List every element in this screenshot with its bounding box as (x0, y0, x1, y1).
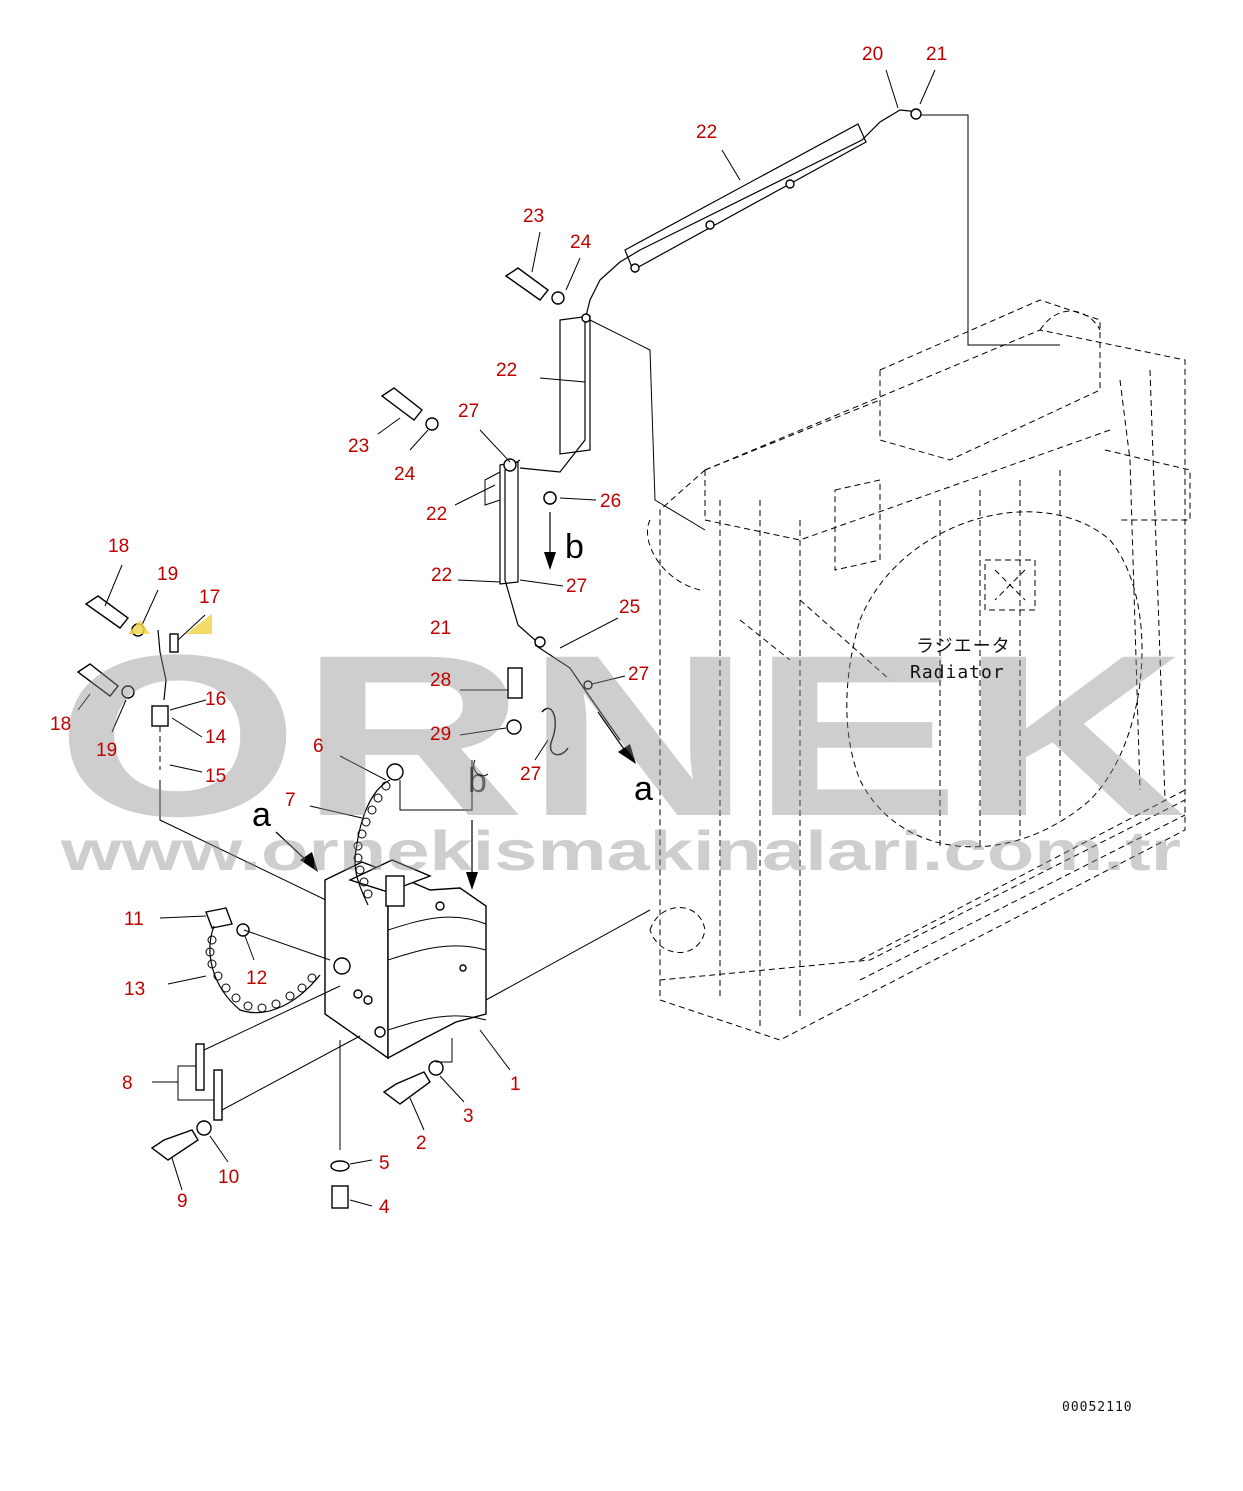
retainer-chains (205, 763, 404, 1014)
callout: 27 (458, 401, 479, 422)
callout: 12 (246, 968, 267, 989)
callout: 5 (379, 1153, 390, 1174)
callout: 15 (205, 766, 226, 787)
callout: 17 (199, 587, 220, 608)
watermark-url: www.ornekismakinalari.com.tr (60, 819, 1181, 882)
callout: 24 (394, 464, 416, 485)
callout: 20 (862, 44, 883, 65)
callout: 21 (926, 44, 947, 65)
callout: 3 (463, 1106, 474, 1127)
callout: 22 (431, 565, 452, 586)
callout: 27 (566, 576, 587, 597)
radiator-assembly (646, 299, 1191, 1041)
callout: 26 (600, 491, 621, 512)
callout: 2 (416, 1133, 427, 1154)
callout: 18 (50, 714, 71, 735)
leader-lines (77, 69, 936, 1207)
watermark-brand: ORNEK (56, 607, 1186, 864)
callout: 6 (313, 736, 324, 757)
callout: 7 (285, 790, 296, 811)
callout: 4 (379, 1197, 390, 1218)
diagram-code: 00052110 (1062, 1400, 1133, 1415)
level-sensor (151, 629, 331, 903)
fasteners (76, 267, 565, 1209)
radiator-label-en: Radiator (910, 662, 1005, 683)
callout: 19 (96, 740, 117, 761)
callout-labels: 20 21 22 23 24 22 23 24 27 22 26 22 27 2… (50, 44, 947, 1218)
view-arrows (275, 512, 636, 890)
view-letter: b (468, 762, 487, 800)
callout: 27 (628, 664, 649, 685)
callout: 25 (619, 597, 640, 618)
hose-hook (399, 707, 569, 811)
callout: 10 (218, 1167, 239, 1188)
highlight-mark (128, 614, 212, 634)
callout: 21 (430, 618, 451, 639)
radiator-label-jp: ラジエータ (916, 636, 1011, 657)
callout: 27 (520, 764, 541, 785)
bracket-8 (195, 985, 361, 1121)
callout: 9 (177, 1191, 188, 1212)
callout: 16 (205, 689, 226, 710)
callout: 28 (430, 670, 451, 691)
callout: 22 (426, 504, 447, 525)
callout: 1 (510, 1074, 521, 1095)
callout: 23 (523, 206, 544, 227)
callout: 8 (122, 1073, 133, 1094)
hose-clamps (503, 108, 922, 690)
callout: 23 (348, 436, 369, 457)
callout: 19 (157, 564, 178, 585)
callout: 22 (696, 122, 717, 143)
callout: 29 (430, 724, 451, 745)
callout: 24 (570, 232, 592, 253)
hose-22 (484, 109, 1060, 741)
callout: 13 (124, 979, 145, 1000)
view-letter: b (565, 528, 584, 566)
callout: 22 (496, 360, 517, 381)
callout: 18 (108, 536, 129, 557)
callout: 11 (124, 909, 144, 930)
view-letter: a (634, 770, 653, 808)
reservoir-tank (324, 859, 651, 1150)
callout: 14 (205, 727, 227, 748)
view-letter: a (252, 796, 271, 834)
